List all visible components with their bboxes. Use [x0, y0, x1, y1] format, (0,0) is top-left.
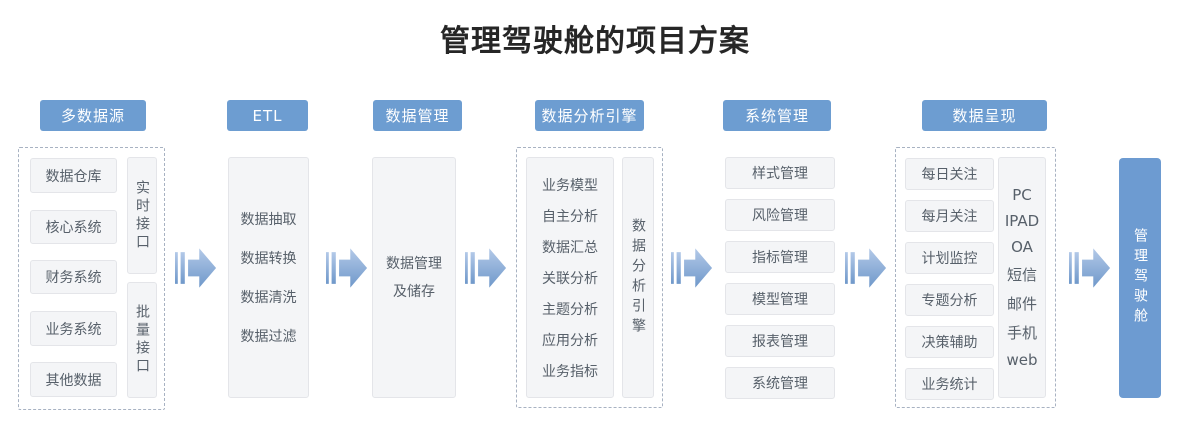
data-management-label-line1: 数据管理 [386, 255, 442, 272]
page-title: 管理驾驶舱的项目方案 [440, 24, 750, 59]
system-item: 样式管理 [725, 157, 835, 189]
analysis-engine-vertical-label: 数据分析引擎 [622, 157, 654, 398]
presentation-item: 专题分析 [905, 284, 994, 316]
flow-arrow-icon [465, 248, 507, 288]
channel-item: 手机 [1006, 324, 1037, 342]
interface-batch: 批量接口 [127, 282, 157, 398]
etl-step: 数据清洗 [240, 290, 297, 306]
system-item: 风险管理 [725, 199, 835, 231]
source-item: 其他数据 [30, 362, 117, 397]
channel-item: 邮件 [1006, 295, 1037, 313]
presentation-item: 每月关注 [905, 200, 994, 232]
data-management-box: 数据管理 及储存 [372, 157, 456, 398]
system-item: 系统管理 [725, 367, 835, 399]
analysis-item: 业务模型 [542, 177, 598, 194]
data-management-label-line2: 及储存 [393, 283, 435, 300]
header-data-management: 数据管理 [373, 100, 462, 131]
etl-step: 数据抽取 [240, 212, 297, 228]
etl-step: 数据过滤 [240, 329, 297, 345]
channel-item: web [1006, 351, 1038, 369]
flow-arrow-icon [175, 248, 217, 288]
channel-item: IPAD [1004, 212, 1040, 230]
panel-presentation [895, 147, 1056, 408]
source-item: 财务系统 [30, 260, 117, 294]
source-item: 核心系统 [30, 210, 117, 244]
etl-step: 数据转换 [240, 251, 297, 267]
presentation-item: 每日关注 [905, 158, 994, 190]
source-item: 业务系统 [30, 311, 117, 346]
source-item: 数据仓库 [30, 158, 117, 193]
flow-arrow-icon [1069, 248, 1111, 288]
panel-analysis [516, 147, 663, 408]
channel-item: 短信 [1006, 266, 1037, 284]
etl-box: 数据抽取 数据转换 数据清洗 数据过滤 [228, 157, 309, 398]
presentation-item: 业务统计 [905, 368, 994, 400]
analysis-item: 自主分析 [542, 208, 598, 225]
system-item: 报表管理 [725, 325, 835, 357]
analysis-item: 主题分析 [542, 301, 598, 318]
panel-sources [18, 147, 165, 410]
channels-box: PC IPAD OA 短信 邮件 手机 web [998, 157, 1046, 398]
presentation-item: 计划监控 [905, 242, 994, 274]
header-multi-data-source: 多数据源 [40, 100, 146, 131]
system-item: 指标管理 [725, 241, 835, 273]
channel-item: OA [1011, 238, 1033, 256]
analysis-items-box: 业务模型 自主分析 数据汇总 关联分析 主题分析 应用分析 业务指标 [526, 157, 614, 398]
flow-arrow-icon [845, 248, 887, 288]
analysis-item: 关联分析 [542, 270, 598, 287]
analysis-item: 业务指标 [542, 363, 598, 380]
flow-arrow-icon [671, 248, 713, 288]
interface-realtime: 实时接口 [127, 157, 157, 274]
result-management-cockpit: 管理驾驶舱 [1119, 158, 1161, 398]
analysis-item: 数据汇总 [542, 239, 598, 256]
system-item: 模型管理 [725, 283, 835, 315]
flow-arrow-icon [326, 248, 368, 288]
analysis-item: 应用分析 [542, 332, 598, 349]
header-analysis-engine: 数据分析引擎 [535, 100, 644, 131]
presentation-item: 决策辅助 [905, 326, 994, 358]
header-etl: ETL [227, 100, 308, 131]
channel-item: PC [1012, 186, 1032, 204]
header-data-presentation: 数据呈现 [922, 100, 1047, 131]
header-system-management: 系统管理 [723, 100, 831, 131]
